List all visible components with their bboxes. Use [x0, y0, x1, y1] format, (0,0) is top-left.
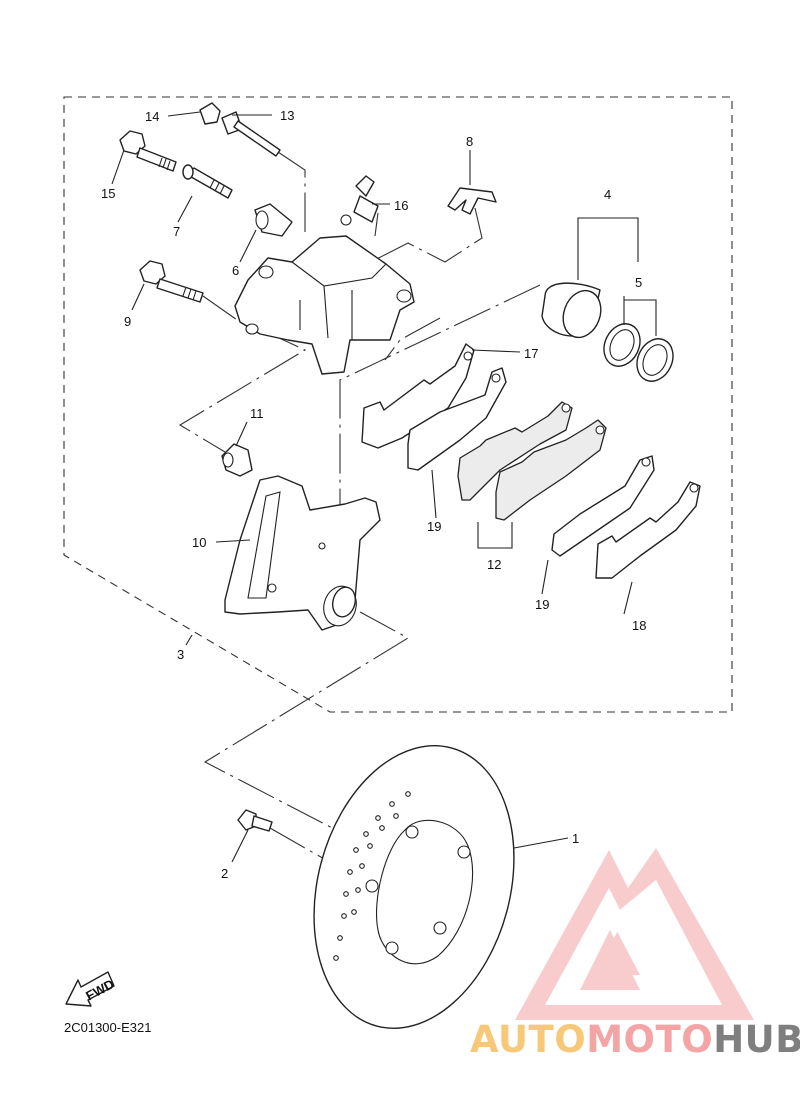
- fwd-arrow-icon: FWD: [65, 971, 116, 1007]
- callout-10: 10: [192, 535, 206, 550]
- brake-disc-1: [313, 745, 515, 1029]
- callout-12: 12: [487, 557, 501, 572]
- callout-4: 4: [604, 187, 611, 202]
- watermark-moto: MOTO: [586, 1018, 714, 1061]
- clip-8: [447, 187, 497, 215]
- callout-15: 15: [101, 186, 115, 201]
- caliper-bracket-10: [224, 475, 381, 631]
- callout-19-right: 19: [535, 597, 549, 612]
- callout-7: 7: [173, 224, 180, 239]
- watermark-auto: AUTO: [470, 1018, 587, 1061]
- callout-17: 17: [524, 346, 538, 361]
- callout-6: 6: [232, 263, 239, 278]
- callout-8: 8: [466, 134, 473, 149]
- callout-11: 11: [250, 406, 264, 421]
- brake-pads-12: [457, 401, 607, 521]
- bleed-screw-16: [340, 175, 379, 226]
- callout-14: 14: [145, 109, 159, 124]
- watermark-text: AUTOMOTOHUB: [470, 1018, 800, 1061]
- assembly-boundary: [63, 96, 733, 713]
- seals-5: [603, 323, 674, 382]
- shim-18: [595, 481, 701, 579]
- fwd-label: FWD: [83, 976, 116, 1003]
- callout-2: 2: [221, 866, 228, 881]
- boot-6: [254, 203, 293, 237]
- callout-19-left: 19: [427, 519, 441, 534]
- callout-5: 5: [635, 275, 642, 290]
- diagram-code: 2C01300-E321: [64, 1020, 151, 1035]
- bolt-15: [119, 130, 177, 172]
- disc-holes: [333, 791, 411, 961]
- callout-1: 1: [572, 831, 579, 846]
- callout-labels: 1 2 3 4 5 6 7 8 9 10 11 12 13 14 15 16 1…: [101, 108, 646, 881]
- pin-7: [182, 164, 233, 199]
- caliper-body: [234, 235, 415, 375]
- callout-leaders: [111, 111, 657, 863]
- callout-3: 3: [177, 647, 184, 662]
- insulator-19b: [551, 455, 655, 557]
- pin-13: [221, 111, 281, 157]
- bolt-9: [139, 260, 204, 303]
- boot-11: [221, 443, 253, 477]
- callout-9: 9: [124, 314, 131, 329]
- disc-bolt-2: [237, 809, 273, 832]
- piston-4: [541, 282, 602, 339]
- insulator-19a: [407, 367, 507, 471]
- callout-16: 16: [394, 198, 408, 213]
- watermark-logo-icon: [515, 848, 754, 1020]
- watermark-hub: HUB: [713, 1018, 800, 1061]
- callout-13: 13: [280, 108, 294, 123]
- callout-18: 18: [632, 618, 646, 633]
- cap-14: [199, 102, 221, 125]
